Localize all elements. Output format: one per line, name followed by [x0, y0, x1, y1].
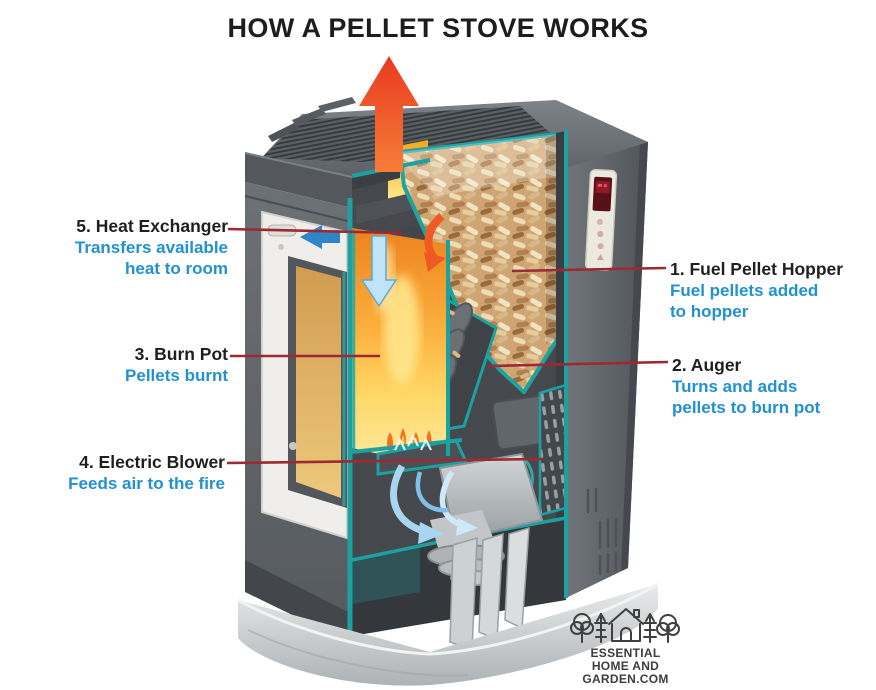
leader-line-auger — [487, 360, 669, 368]
panel-button — [596, 218, 603, 225]
leader-line-heat-exchanger — [227, 227, 403, 235]
callout-heat-exchanger: 5. Heat Exchanger Transfers available he… — [75, 216, 228, 279]
logo-house-icon — [570, 608, 680, 643]
panel-button — [597, 243, 604, 250]
callout-burn-pot-title: 3. Burn Pot — [134, 344, 228, 364]
callout-electric-blower: 4. Electric Blower Feeds air to the fire — [68, 452, 225, 494]
door-glass — [296, 266, 341, 498]
leader-line-fuel-pellet-hopper — [511, 266, 667, 273]
leader-line-electric-blower — [226, 457, 544, 465]
logo-line: GARDEN.COM — [582, 672, 669, 686]
callout-fuel-pellet-hopper-desc: to hopper — [670, 302, 749, 321]
air-down-arrow-icon — [360, 235, 398, 308]
callout-auger: 2. Auger Turns and adds pellets to burn … — [672, 355, 820, 418]
up-arrow-heat-exhaust-icon — [359, 56, 419, 172]
page-title: HOW A PELLET STOVE WORKS — [227, 13, 649, 43]
interior-vent-grate — [538, 383, 568, 517]
callout-burn-pot: 3. Burn Pot Pellets burnt — [125, 344, 228, 386]
callout-fuel-pellet-hopper-title: 1. Fuel Pellet Hopper — [670, 259, 844, 279]
logo-line: HOME AND — [591, 659, 660, 673]
stove-base — [237, 526, 659, 686]
logo-wordmark: ESSENTIAL HOME AND GARDEN.COM — [553, 647, 698, 686]
fuel-pellet-hopper — [398, 131, 566, 600]
callout-auger-desc: Turns and adds — [672, 377, 798, 396]
control-panel — [584, 168, 618, 272]
callout-auger-desc: pellets to burn pot — [672, 398, 821, 417]
logo-line: ESSENTIAL — [590, 646, 661, 660]
callout-fuel-pellet-hopper: 1. Fuel Pellet Hopper Fuel pellets added… — [670, 259, 843, 322]
callout-electric-blower-desc: Feeds air to the fire — [68, 474, 225, 493]
callout-burn-pot-desc: Pellets burnt — [125, 366, 228, 385]
side-vent-ridges — [586, 487, 618, 576]
callout-electric-blower-title: 4. Electric Blower — [79, 452, 225, 472]
callout-auger-title: 2. Auger — [672, 355, 742, 375]
airflow-arrows — [300, 212, 478, 544]
panel-button — [597, 231, 604, 238]
leader-lines — [226, 227, 669, 465]
callout-heat-exchanger-title: 5. Heat Exchanger — [76, 216, 228, 236]
stove-door — [261, 210, 348, 540]
callout-fuel-pellet-hopper-desc: Fuel pellets added — [670, 281, 819, 300]
callout-heat-exchanger-desc: heat to room — [125, 259, 228, 278]
base-fins — [449, 526, 530, 652]
callout-heat-exchanger-desc: Transfers available — [74, 238, 228, 257]
